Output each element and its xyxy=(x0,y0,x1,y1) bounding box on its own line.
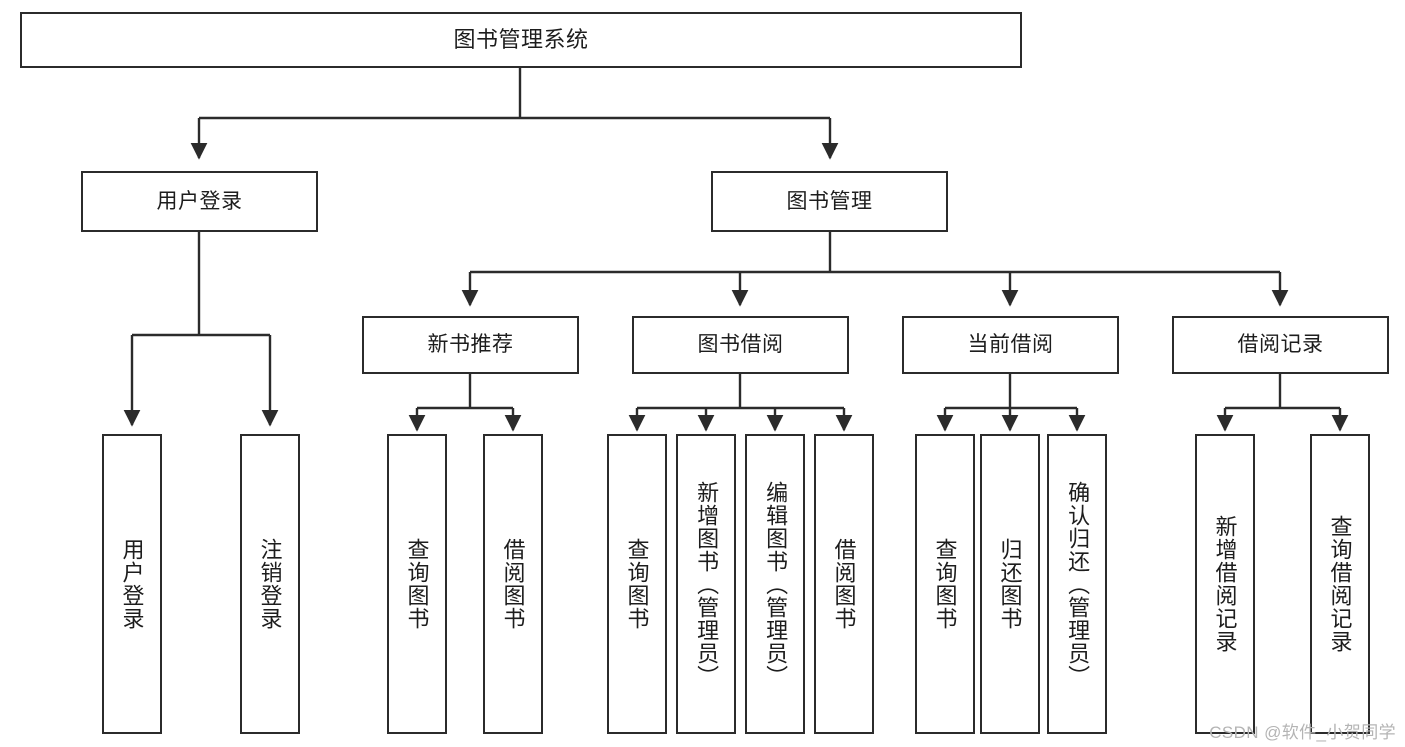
leaf-borrow-record-query[interactable]: 查询借阅记录 xyxy=(1310,434,1370,734)
node-label: 查询图书 xyxy=(932,538,958,630)
node-current-borrow[interactable]: 当前借阅 xyxy=(902,316,1119,374)
node-label: 图书借阅 xyxy=(697,333,784,357)
leaf-book-borrow-add[interactable]: 新增图书（管理员） xyxy=(676,434,736,734)
node-label: 用户登录 xyxy=(119,538,145,630)
node-label: 查询图书 xyxy=(624,538,650,630)
leaf-new-book-query[interactable]: 查询图书 xyxy=(387,434,447,734)
leaf-borrow-record-add[interactable]: 新增借阅记录 xyxy=(1195,434,1255,734)
node-label: 当前借阅 xyxy=(967,333,1054,357)
leaf-current-borrow-query[interactable]: 查询图书 xyxy=(915,434,975,734)
node-new-book-recommend[interactable]: 新书推荐 xyxy=(362,316,579,374)
node-label: 查询借阅记录 xyxy=(1327,515,1353,653)
node-label: 图书管理系统 xyxy=(453,26,589,52)
node-book-borrow[interactable]: 图书借阅 xyxy=(632,316,849,374)
node-label: 归还图书 xyxy=(997,538,1023,630)
node-root-system[interactable]: 图书管理系统 xyxy=(20,12,1022,68)
leaf-book-borrow-query[interactable]: 查询图书 xyxy=(607,434,667,734)
node-label: 借阅图书 xyxy=(500,538,526,630)
leaf-current-borrow-return[interactable]: 归还图书 xyxy=(980,434,1040,734)
node-label: 新书推荐 xyxy=(427,333,514,357)
leaf-current-borrow-confirm-return[interactable]: 确认归还（管理员） xyxy=(1047,434,1107,734)
node-label: 借阅图书 xyxy=(831,538,857,630)
node-label: 查询图书 xyxy=(404,538,430,630)
node-label: 图书管理 xyxy=(786,189,873,213)
node-label: 注销登录 xyxy=(257,538,283,630)
node-label: 用户登录 xyxy=(156,189,243,213)
node-label: 确认归还（管理员） xyxy=(1065,480,1091,688)
node-label: 新增图书（管理员） xyxy=(694,480,720,688)
leaf-user-login-login[interactable]: 用户登录 xyxy=(102,434,162,734)
node-book-management[interactable]: 图书管理 xyxy=(711,171,948,232)
node-label: 新增借阅记录 xyxy=(1212,515,1238,653)
leaf-book-borrow-edit[interactable]: 编辑图书（管理员） xyxy=(745,434,805,734)
leaf-user-login-logout[interactable]: 注销登录 xyxy=(240,434,300,734)
node-label: 编辑图书（管理员） xyxy=(763,480,789,688)
leaf-new-book-borrow[interactable]: 借阅图书 xyxy=(483,434,543,734)
leaf-book-borrow-borrow[interactable]: 借阅图书 xyxy=(814,434,874,734)
node-borrow-record[interactable]: 借阅记录 xyxy=(1172,316,1389,374)
node-label: 借阅记录 xyxy=(1237,333,1324,357)
node-user-login[interactable]: 用户登录 xyxy=(81,171,318,232)
